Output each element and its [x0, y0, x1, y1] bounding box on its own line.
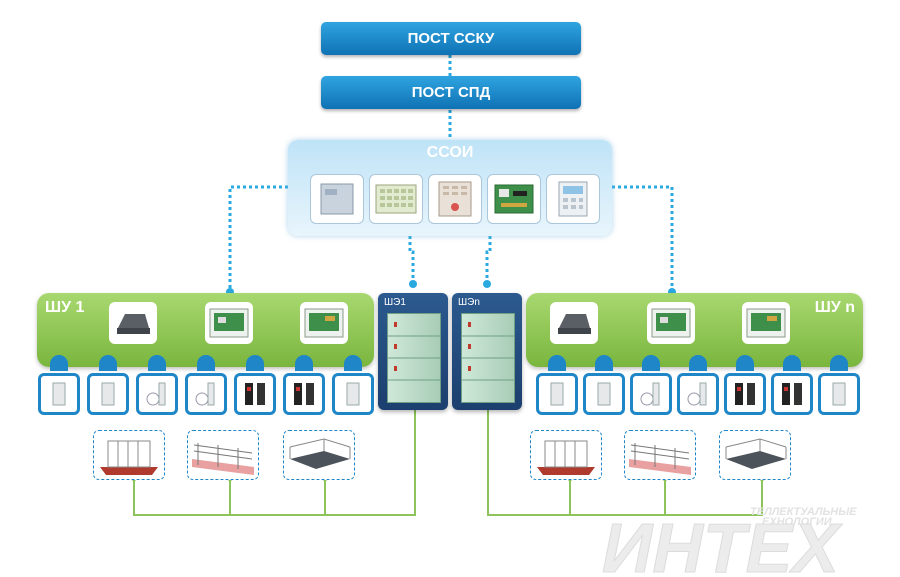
she-left-label: ШЭ1 [384, 297, 406, 308]
sensor-connector [99, 355, 117, 371]
she-left-block: ШЭ1 [378, 293, 448, 410]
post-sscu: ПОСТ ССКУ [321, 22, 581, 55]
vibration-sensor-icon [136, 373, 178, 415]
sensor-connector [246, 355, 264, 371]
ir-barrier-icon [771, 373, 813, 415]
indicator-panel-icon [428, 174, 482, 224]
ir-barrier-icon [234, 373, 276, 415]
sensor-connector [548, 355, 566, 371]
sensor-connector [148, 355, 166, 371]
detector-sensor-icon [87, 373, 129, 415]
io-module-icon [742, 302, 790, 344]
detector-sensor-icon [536, 373, 578, 415]
perimeter-zone-icon [719, 430, 791, 480]
sensor-connector [830, 355, 848, 371]
she-right-block: ШЭn [452, 293, 522, 410]
sensor-connector [783, 355, 801, 371]
she-right-label: ШЭn [458, 297, 480, 308]
ir-barrier-icon [724, 373, 766, 415]
ssoi-block: ССОИ [288, 140, 612, 236]
shu-left-block: ШУ 1 [37, 293, 374, 367]
gate-zone-icon [530, 430, 602, 480]
detector-sensor-icon [583, 373, 625, 415]
shu-left-title: ШУ 1 [45, 299, 85, 316]
logo-tagline-1: ТЕЛЛЕКТУАЛЬНЫЕ [750, 506, 857, 518]
sensor-connector [295, 355, 313, 371]
keypad-panel-icon [369, 174, 423, 224]
fence-zone-icon [187, 430, 259, 480]
vibration-sensor-icon [677, 373, 719, 415]
logo-main-text: ИНТЕХ [602, 509, 843, 576]
post-spd: ПОСТ СПД [321, 76, 581, 109]
controller-board-icon [647, 302, 695, 344]
sensor-connector [642, 355, 660, 371]
io-module-icon [300, 302, 348, 344]
vibration-sensor-icon [630, 373, 672, 415]
detector-sensor-icon [38, 373, 80, 415]
controller-cabinet-icon [310, 174, 364, 224]
reader-device-icon [550, 302, 598, 344]
logo-tagline-2: ЕХНОЛОГИИ [762, 516, 833, 528]
shu-right-block: ШУ n [526, 293, 863, 367]
detector-sensor-icon [818, 373, 860, 415]
power-cabinet-icon [461, 313, 515, 403]
fence-zone-icon [624, 430, 696, 480]
power-cabinet-icon [387, 313, 441, 403]
gate-zone-icon [93, 430, 165, 480]
sensor-connector [595, 355, 613, 371]
ir-barrier-icon [283, 373, 325, 415]
perimeter-zone-icon [283, 430, 355, 480]
control-terminal-icon [546, 174, 600, 224]
sensor-connector [197, 355, 215, 371]
sensor-connector [689, 355, 707, 371]
sensor-connector [50, 355, 68, 371]
sensor-connector [344, 355, 362, 371]
shu-right-title: ШУ n [814, 299, 855, 316]
sensor-connector [736, 355, 754, 371]
detector-sensor-icon [332, 373, 374, 415]
controller-board-icon [205, 302, 253, 344]
intech-logo: ТЕЛЛЕКТУАЛЬНЫЕ ЕХНОЛОГИИ ИНТЕХ [602, 506, 858, 576]
vibration-sensor-icon [185, 373, 227, 415]
ssoi-title: ССОИ [426, 144, 474, 161]
reader-device-icon [109, 302, 157, 344]
pcb-module-icon [487, 174, 541, 224]
